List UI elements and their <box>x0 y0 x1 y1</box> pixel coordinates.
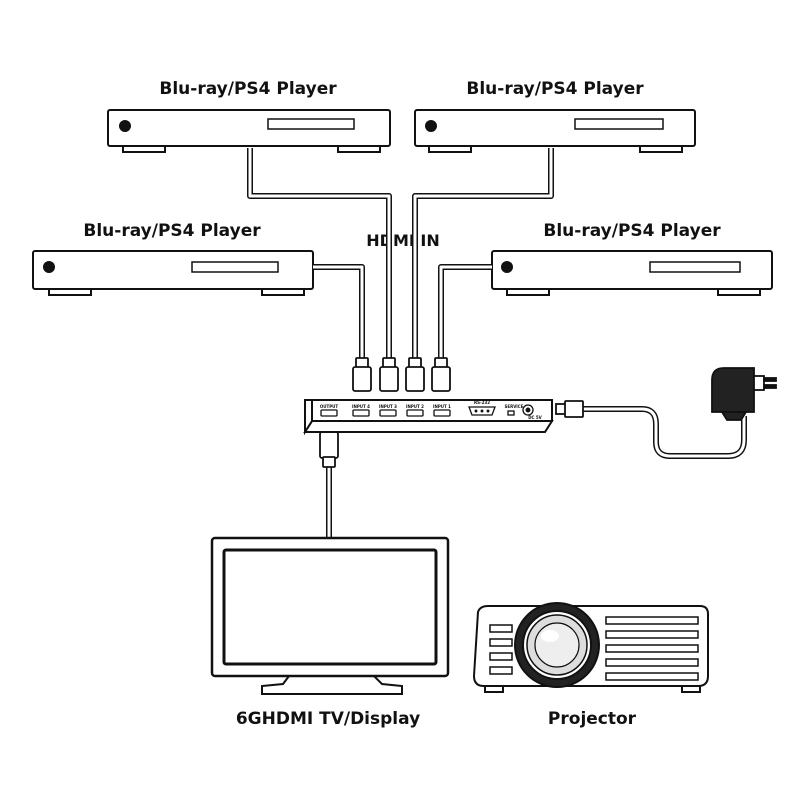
source-player-mid-right <box>491 250 773 296</box>
port-label-input3: INPUT 3 <box>379 404 397 409</box>
port-label-input1: INPUT 1 <box>433 404 451 409</box>
label-source-mid-right: Blu-ray/PS4 Player <box>543 221 721 241</box>
hdmi-switcher <box>303 399 554 436</box>
label-source-mid-left: Blu-ray/PS4 Player <box>83 221 261 241</box>
source-player-top-right <box>414 109 696 153</box>
source-player-mid-left <box>32 250 314 296</box>
port-label-input2: INPUT 2 <box>406 404 424 409</box>
dc-plug <box>555 400 584 418</box>
label-projector: Projector <box>548 709 637 729</box>
port-label-service: SERVICE <box>505 404 524 409</box>
label-hdmi-in: HDMI IN <box>366 231 439 250</box>
port-label-input4: INPUT 4 <box>352 404 370 409</box>
power-cable <box>582 406 747 459</box>
tv-display-icon <box>210 536 450 695</box>
port-label-output: OUTPUT <box>320 404 339 409</box>
hdmi-input-plugs <box>352 357 451 392</box>
power-adapter-icon <box>711 367 777 421</box>
label-source-top-right: Blu-ray/PS4 Player <box>466 79 644 99</box>
source-player-top-left <box>107 109 391 153</box>
switcher-ports <box>320 404 534 417</box>
port-label-dc: DC 5V <box>528 415 542 420</box>
label-display: 6GHDMI TV/Display <box>236 709 420 729</box>
hdmi-output-plug <box>319 431 339 468</box>
port-label-rs232: RS-232 <box>474 400 490 405</box>
label-source-top-left: Blu-ray/PS4 Player <box>159 79 337 99</box>
hdmi-input-cables <box>247 148 554 358</box>
projector-icon <box>472 602 709 693</box>
switcher-port-labels: OUTPUT INPUT 4 INPUT 3 INPUT 2 INPUT 1 R… <box>320 400 543 420</box>
